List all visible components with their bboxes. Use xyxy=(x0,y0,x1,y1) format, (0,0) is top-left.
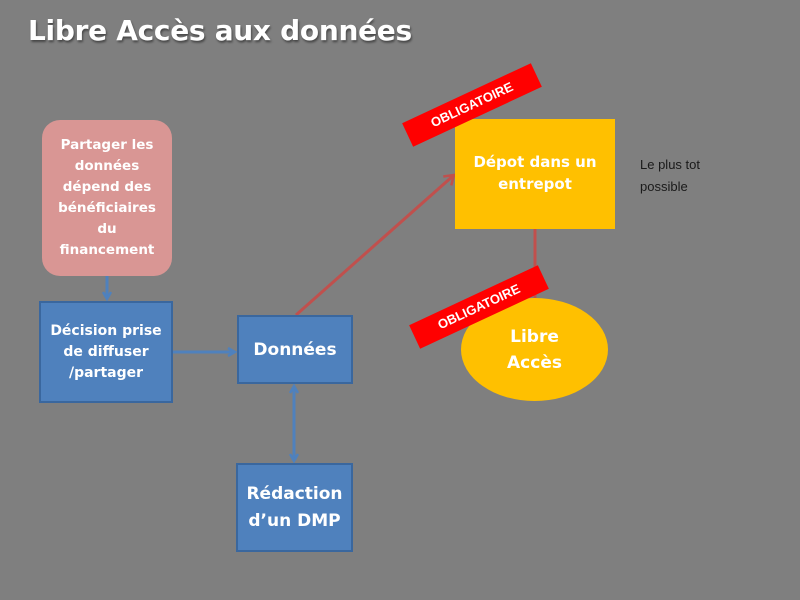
decision-line: /partager xyxy=(68,364,144,381)
decision-line: Décision prise xyxy=(50,322,162,339)
funding-line: financement xyxy=(59,242,155,258)
funding-beneficiaries-box: Partager les données dépend des bénéfici… xyxy=(42,120,172,276)
repository-line: Dépot dans un xyxy=(473,153,597,171)
funding-line: du xyxy=(97,221,117,237)
funding-line: Partager les xyxy=(60,137,154,153)
open-access-line: Accès xyxy=(507,352,562,373)
data-box: Données xyxy=(237,315,353,384)
timing-note: Le plus tot possible xyxy=(640,154,700,198)
funding-line: dépend des xyxy=(62,179,152,195)
note-line: Le plus tot xyxy=(640,157,700,172)
dmp-line: d’un DMP xyxy=(248,510,341,531)
funding-line: données xyxy=(74,158,140,174)
repository-line: entrepot xyxy=(498,175,572,193)
decision-box: Décision prise de diffuser /partager xyxy=(39,301,173,403)
data-label: Données xyxy=(253,339,337,360)
open-access-line: Libre xyxy=(510,326,559,347)
note-line: possible xyxy=(640,179,688,194)
decision-line: de diffuser xyxy=(63,343,149,360)
dmp-box: Rédaction d’un DMP xyxy=(236,463,353,552)
dmp-line: Rédaction xyxy=(246,483,343,504)
funding-line: bénéficiaires xyxy=(58,200,156,216)
arrow-data-to-repository xyxy=(295,175,454,317)
open-access-ellipse: Libre Accès xyxy=(461,298,608,401)
repository-box: Dépot dans un entrepot xyxy=(455,119,615,229)
slide-title: Libre Accès aux données xyxy=(28,14,412,47)
